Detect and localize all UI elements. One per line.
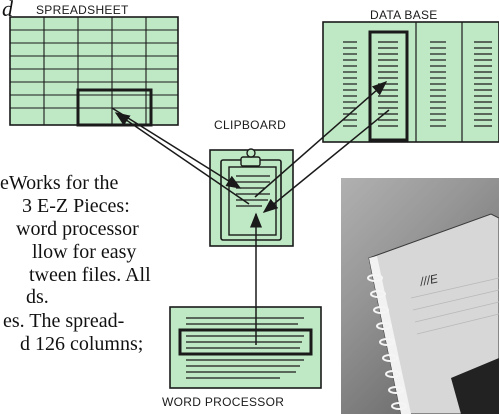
database-panel <box>322 21 499 143</box>
clipboard-label: CLIPBOARD <box>214 118 287 132</box>
body-line: llow for easy <box>32 241 137 263</box>
data-flow-arrows <box>111 81 390 345</box>
arrow-clipboard-to-database <box>254 81 388 198</box>
database-selection <box>368 30 409 142</box>
database-record <box>474 41 492 127</box>
word-processor-label: WORD PROCESSOR <box>162 395 285 409</box>
word-processor-selection <box>178 328 313 356</box>
body-line: 3 E-Z Pieces: <box>22 195 130 217</box>
body-line: d 126 columns; <box>20 333 144 355</box>
manual-photo-art: ///E <box>341 178 499 414</box>
manual-photo: ///E <box>341 178 499 414</box>
clipboard-paper <box>228 166 277 236</box>
database-record <box>378 41 398 127</box>
arrow-database-to-clipboard <box>262 109 390 213</box>
body-line: eWorks for the <box>0 172 119 194</box>
database-label: DATA BASE <box>370 8 438 22</box>
clipboard-panel <box>209 148 294 247</box>
body-line: tween files. All <box>29 264 151 286</box>
spiral-binding <box>367 274 407 410</box>
spreadsheet-selection <box>76 88 153 127</box>
arrow-clipboard-to-spreadsheet <box>114 112 250 205</box>
arrow-spreadsheet-to-clipboard <box>111 107 242 189</box>
database-record <box>430 41 446 127</box>
word-processor-panel <box>169 306 322 389</box>
database-record <box>343 41 357 127</box>
clip-icon <box>240 156 261 167</box>
body-line: word processor <box>16 218 139 240</box>
spreadsheet-label: SPREADSHEET <box>36 3 129 17</box>
spreadsheet-panel <box>9 16 179 127</box>
page-fragment: d <box>2 0 13 21</box>
body-line: ds. <box>26 286 49 308</box>
manual-cover-text: ///E <box>418 271 440 289</box>
body-line: es. The spread- <box>3 310 125 332</box>
